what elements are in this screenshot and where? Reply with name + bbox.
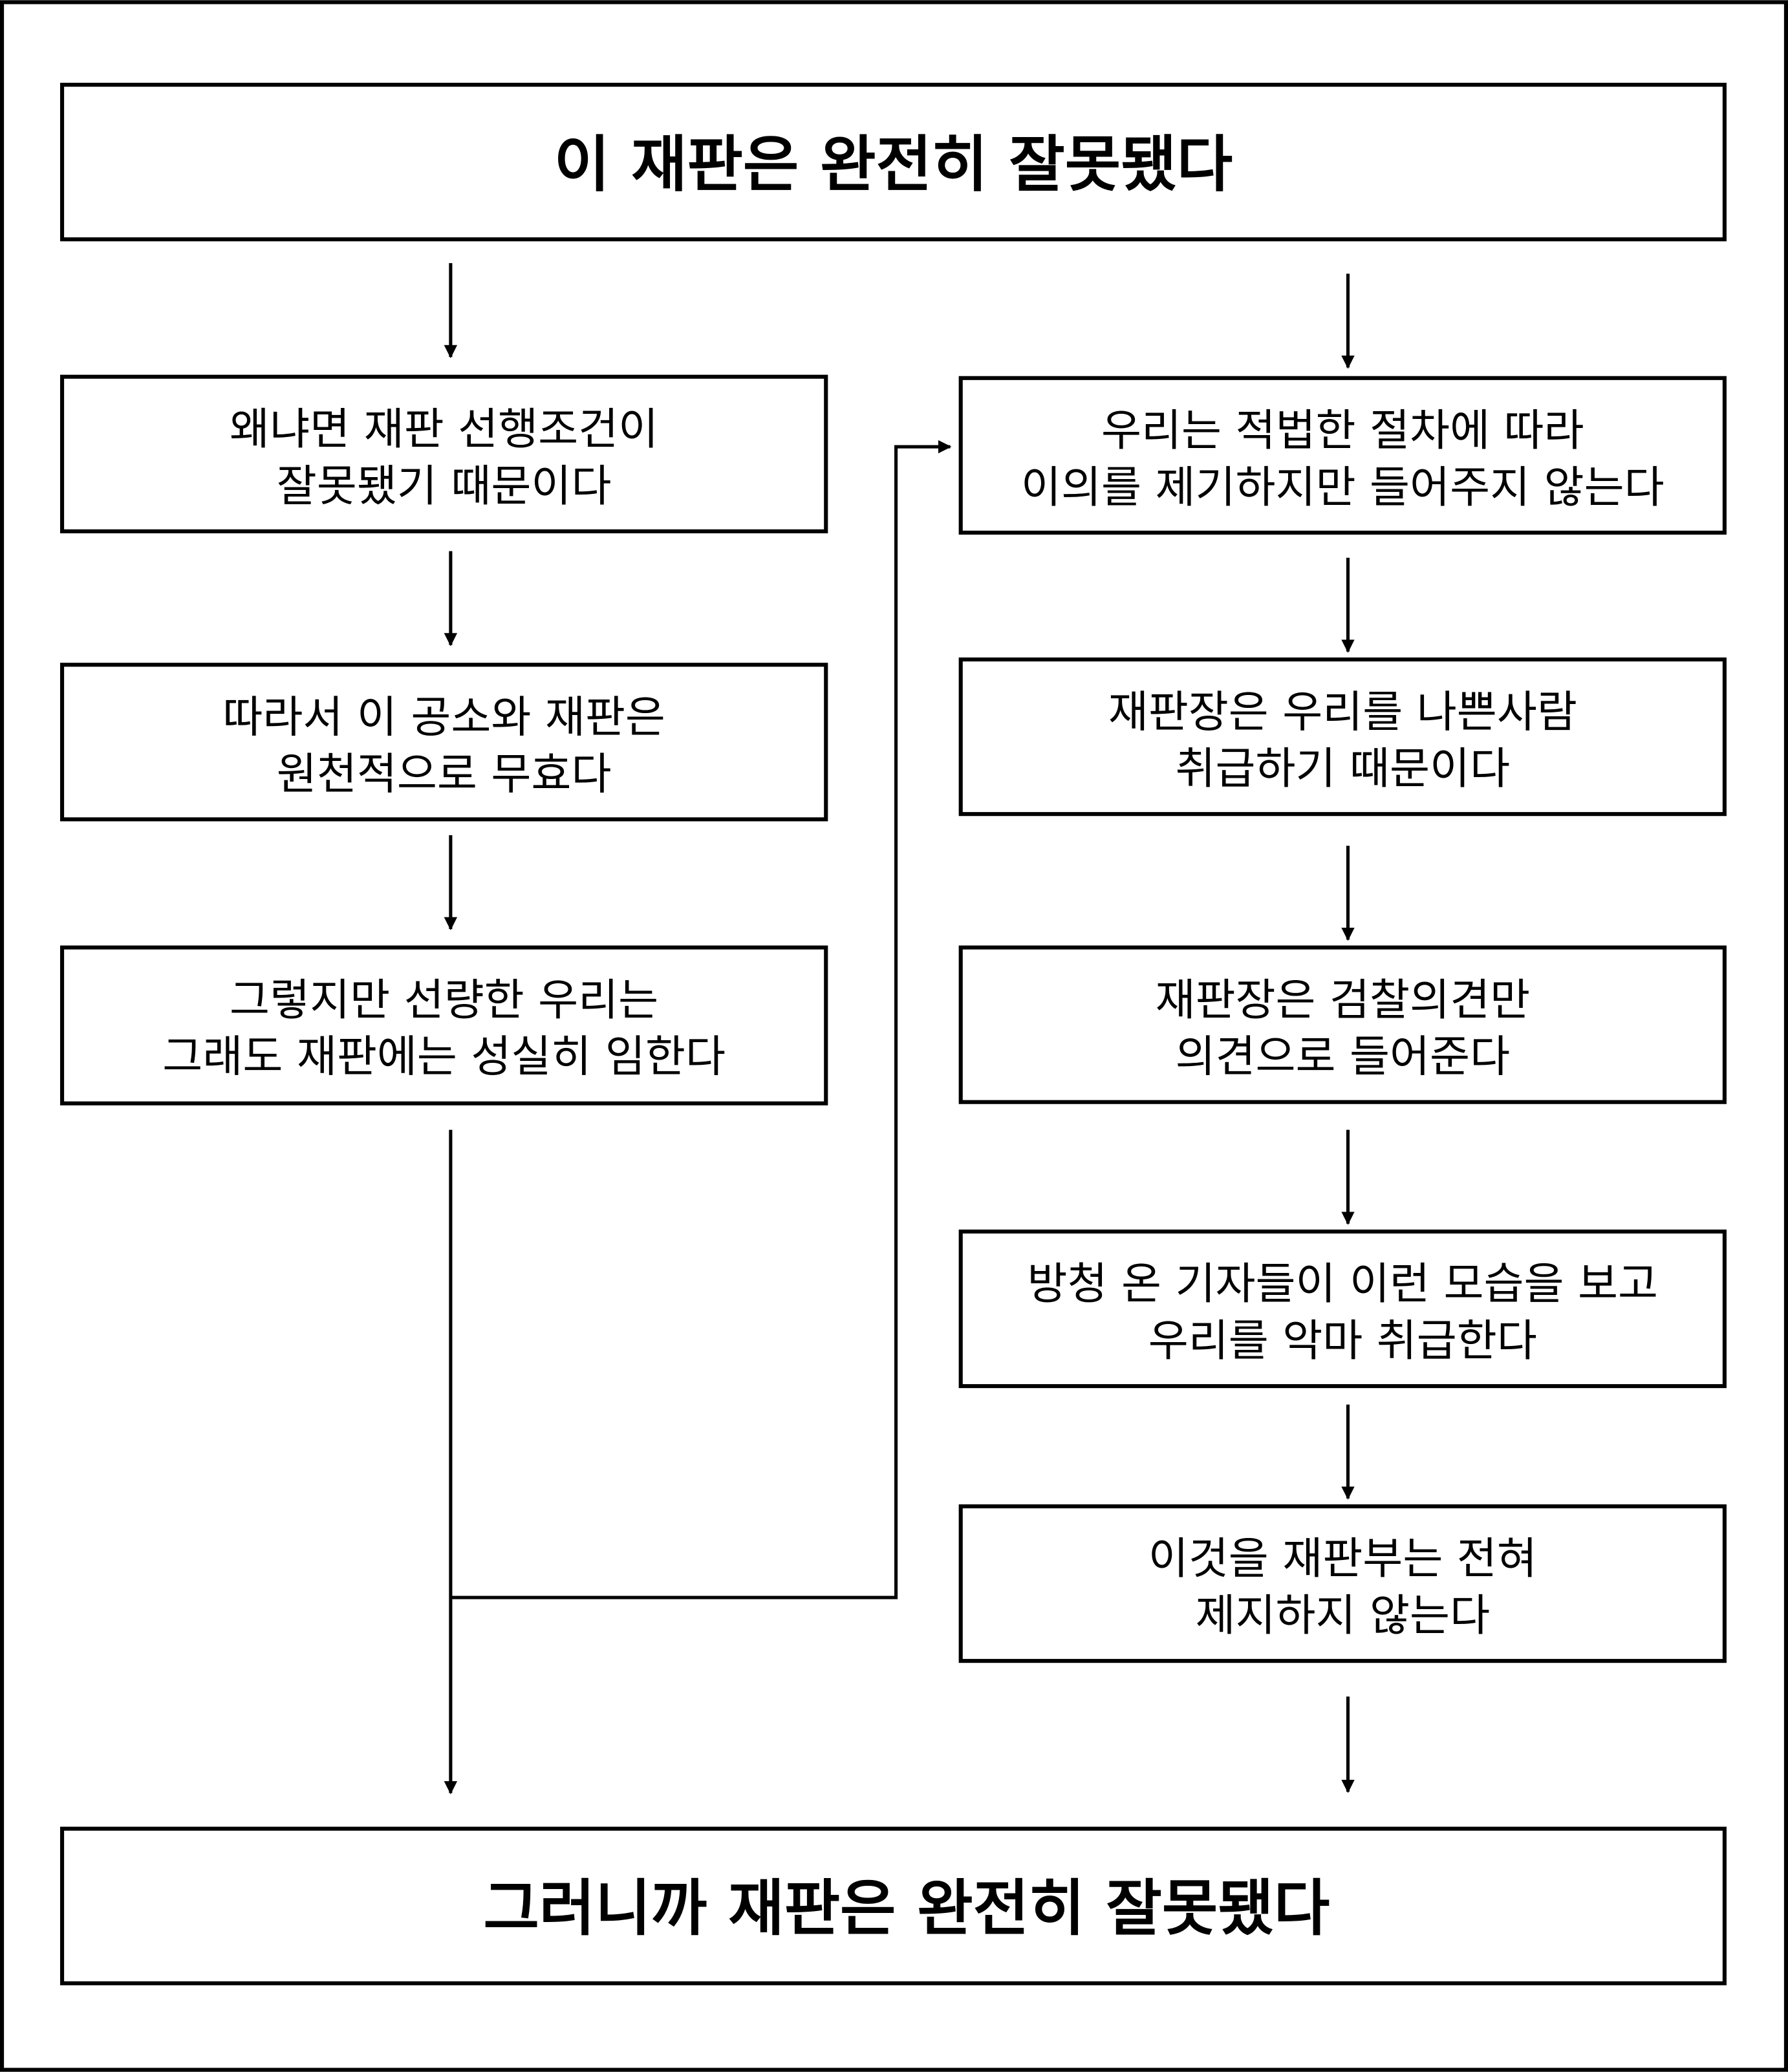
right-box-4: 방청 온 기자들이 이런 모습을 보고 우리를 악마 취급한다 bbox=[958, 1229, 1727, 1389]
box-line: 재판장은 우리를 나쁜사람 bbox=[1108, 686, 1577, 737]
right-box-5: 이것을 재판부는 전혀 제지하지 않는다 bbox=[958, 1504, 1727, 1663]
box-line: 왜냐면 재판 선행조건이 bbox=[230, 403, 658, 454]
conclusion-text: 그러니까 재판은 완전히 잘못됐다 bbox=[483, 1874, 1330, 1944]
box-line: 이의를 제기하지만 들어주지 않는다 bbox=[1021, 462, 1664, 513]
branch-arrow bbox=[450, 440, 952, 1599]
box-line: 그렇지만 선량한 우리는 bbox=[230, 974, 658, 1025]
left-box-1: 왜냐면 재판 선행조건이 잘못됐기 때문이다 bbox=[59, 374, 828, 533]
box-line: 따라서 이 공소와 재판은 bbox=[222, 691, 665, 742]
box-line: 잘못됐기 때문이다 bbox=[277, 460, 612, 511]
box-line: 제지하지 않는다 bbox=[1195, 1590, 1490, 1641]
right-box-1: 우리는 적법한 절차에 따라 이의를 제기하지만 들어주지 않는다 bbox=[958, 376, 1727, 535]
conclusion-box: 그러니까 재판은 완전히 잘못됐다 bbox=[59, 1826, 1727, 1985]
box-line: 원천적으로 무효다 bbox=[277, 748, 612, 799]
box-line: 우리를 악마 취급한다 bbox=[1148, 1315, 1537, 1366]
box-line: 방청 온 기자들이 이런 모습을 보고 bbox=[1028, 1258, 1659, 1309]
title-text: 이 재판은 완전히 잘못됐다 bbox=[554, 129, 1233, 200]
box-line: 재판장은 검찰의견만 bbox=[1155, 974, 1530, 1025]
left-box-3: 그렇지만 선량한 우리는 그래도 재판에는 성실히 임한다 bbox=[59, 945, 828, 1105]
box-line: 의견으로 들어준다 bbox=[1175, 1031, 1510, 1082]
right-box-2: 재판장은 우리를 나쁜사람 취급하기 때문이다 bbox=[958, 657, 1727, 817]
title-box: 이 재판은 완전히 잘못됐다 bbox=[59, 83, 1727, 242]
box-line: 이것을 재판부는 전혀 bbox=[1148, 1533, 1537, 1584]
box-line: 취급하기 때문이다 bbox=[1175, 743, 1510, 794]
box-line: 우리는 적법한 절차에 따라 bbox=[1101, 405, 1584, 456]
left-box-2: 따라서 이 공소와 재판은 원천적으로 무효다 bbox=[59, 663, 828, 822]
right-box-3: 재판장은 검찰의견만 의견으로 들어준다 bbox=[958, 945, 1727, 1104]
box-line: 그래도 재판에는 성실히 임한다 bbox=[162, 1031, 726, 1082]
